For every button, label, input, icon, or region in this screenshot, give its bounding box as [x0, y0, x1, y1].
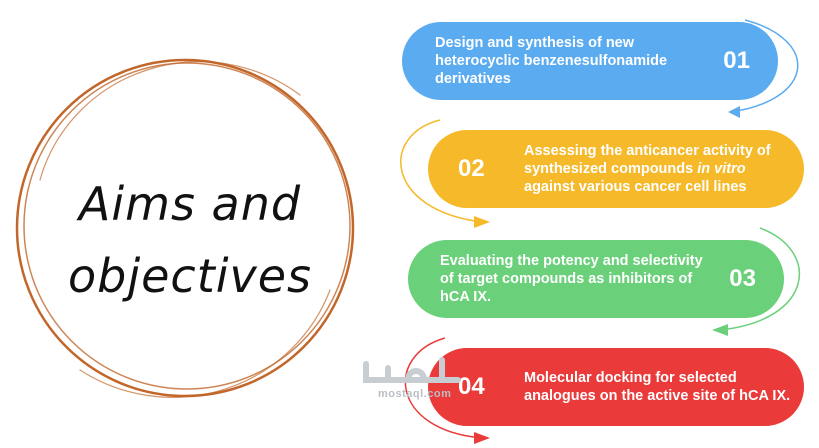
arrow-2-icon — [400, 119, 490, 228]
objective-card-3: Evaluating the potency and selectivity o… — [408, 240, 784, 318]
objective-number: 04 — [458, 373, 485, 400]
watermark-text: mostaql.com — [378, 388, 452, 400]
page-title: Aims and objectives — [40, 168, 340, 312]
objective-text: Molecular docking for selected analogues… — [524, 370, 791, 404]
arrow-1-icon — [728, 19, 799, 118]
objective-number: 01 — [723, 47, 750, 74]
objective-card-2: 02 Assessing the anticancer activity of … — [428, 130, 804, 208]
objective-text-part: against various cancer cell lines — [524, 179, 747, 195]
objective-text: Evaluating the potency and selectivity o… — [440, 253, 703, 305]
title-line-1: Aims and — [78, 177, 302, 231]
arrow-3-icon — [712, 227, 801, 336]
objective-card-1: Design and synthesis of new heterocyclic… — [402, 22, 778, 100]
objective-text: Design and synthesis of new heterocyclic… — [435, 35, 668, 87]
objective-text: Assessing the anticancer activity of syn… — [524, 142, 789, 196]
circle-ring-icon — [15, 58, 355, 398]
objective-card-4: 04 Molecular docking for selected analog… — [428, 348, 804, 426]
watermark-logo-icon — [363, 357, 461, 383]
objective-number: 03 — [729, 265, 756, 292]
objective-number: 02 — [458, 155, 485, 182]
objective-text-part: Assessing the anticancer activity of syn… — [524, 143, 771, 177]
objective-text-italic: in vitro — [697, 161, 746, 177]
arrow-4-icon — [404, 337, 490, 444]
title-line-2: objectives — [67, 249, 313, 303]
